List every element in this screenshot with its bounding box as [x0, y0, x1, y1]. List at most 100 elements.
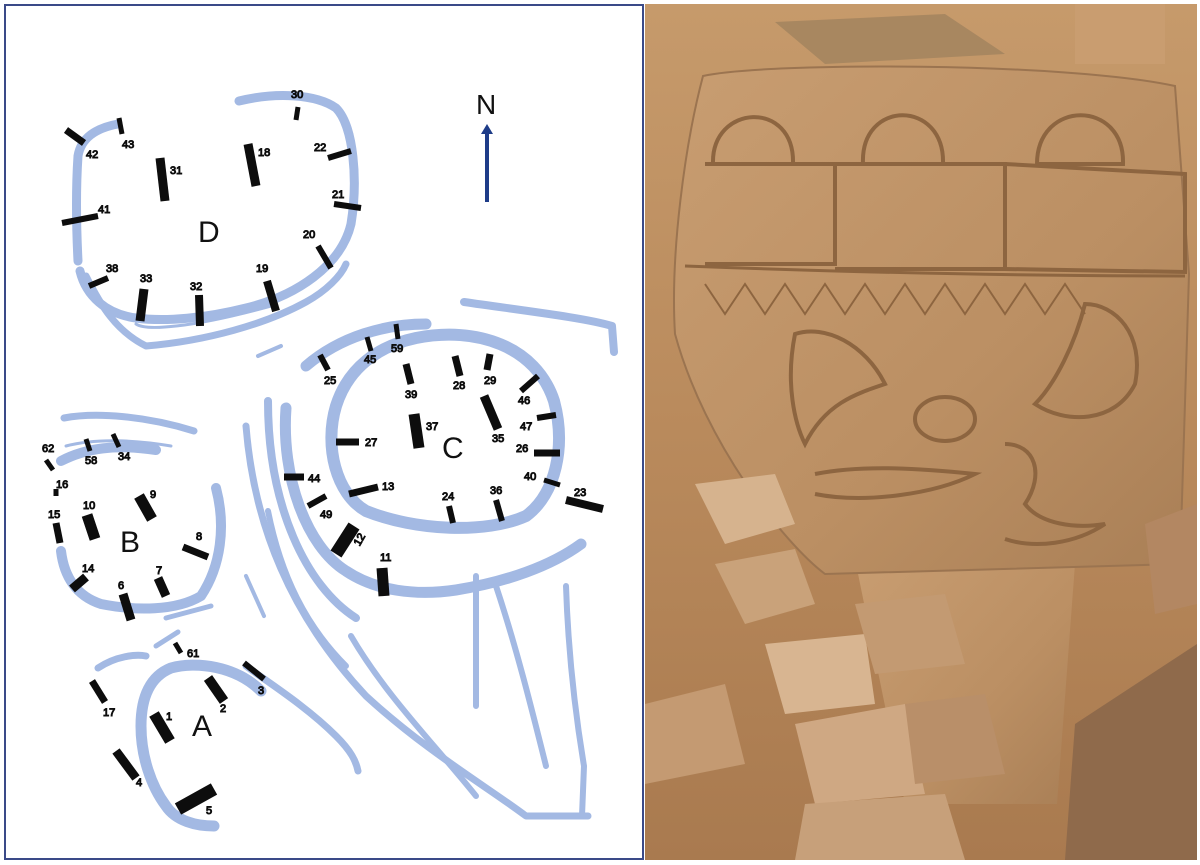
outer-radial-wall-1 — [242, 422, 592, 820]
rock — [765, 634, 875, 714]
pillar-label-17: 17 — [103, 707, 115, 719]
pillar-label-62: 62 — [42, 443, 54, 455]
pillar-39 — [402, 363, 415, 385]
north-arrow-head — [481, 124, 493, 134]
pillar-label-5: 5 — [206, 805, 212, 817]
pillar-label-59: 59 — [391, 343, 403, 355]
pillar-label-6: 6 — [118, 580, 124, 592]
pillar-49 — [306, 493, 328, 509]
enclosure-b-outer-wall — [60, 411, 198, 435]
rock — [1145, 504, 1197, 614]
pillar-9 — [134, 493, 157, 522]
pillar-34 — [110, 432, 122, 449]
enclosure-d-label: D — [198, 216, 220, 249]
rock — [715, 549, 815, 624]
north-label: N — [476, 89, 496, 120]
pillar-1 — [149, 711, 175, 744]
pillar-label-61: 61 — [187, 648, 199, 660]
pillar-label-9: 9 — [150, 489, 156, 501]
pillar-label-25: 25 — [324, 375, 336, 387]
enclosure-labels: D C B A — [120, 216, 464, 743]
pillar-label-14: 14 — [82, 563, 94, 575]
pillar-10 — [81, 513, 101, 541]
rock — [1065, 644, 1197, 860]
pillar-label-23: 23 — [574, 487, 586, 499]
pillar-43 — [116, 117, 125, 135]
pillar-label-21: 21 — [332, 189, 344, 201]
enclosure-b-wall — [56, 442, 226, 614]
pillar-42 — [63, 127, 87, 146]
site-plan-map: D C B A N 30 43 42 31 18 22 21 41 20 38 … — [42, 89, 618, 832]
pillar-22 — [327, 148, 352, 161]
pillar-37 — [408, 413, 425, 449]
pillar-58 — [83, 438, 93, 452]
relief-scorpion — [1004, 442, 1107, 546]
pillar-8 — [181, 543, 210, 561]
pillar-59 — [393, 323, 401, 340]
pillar-20 — [315, 244, 334, 270]
pillar-19 — [263, 279, 280, 313]
pillar-label-46: 46 — [518, 395, 530, 407]
pillar-label-35: 35 — [492, 433, 504, 445]
pillar-23 — [565, 496, 604, 513]
enclosure-a-inner-wall — [153, 603, 214, 649]
pillar-label-1: 1 — [166, 711, 172, 723]
pillar-7 — [153, 576, 171, 598]
pillar-label-58: 58 — [85, 455, 97, 467]
relief-bag-2 — [835, 113, 1007, 271]
pillar-label-13: 13 — [382, 481, 394, 493]
pillar-31 — [155, 157, 170, 202]
pillar-12 — [330, 522, 360, 558]
pillar-32 — [195, 294, 204, 327]
pillar-label-12: 12 — [352, 531, 369, 548]
enclosure-d-wall — [72, 91, 359, 325]
pillar-label-37: 37 — [426, 421, 438, 433]
pillar-17 — [89, 679, 108, 704]
north-arrow: N — [476, 89, 496, 202]
pillar-label-3: 3 — [258, 685, 264, 697]
pillar-label-32: 32 — [190, 281, 202, 293]
pillar-2 — [203, 675, 229, 704]
pillar-label-24: 24 — [442, 491, 454, 503]
pillar-label-8: 8 — [196, 531, 202, 543]
pillar-62 — [43, 458, 56, 472]
pillar-label-26: 26 — [516, 443, 528, 455]
pillar-29 — [483, 353, 494, 371]
pillar-label-36: 36 — [490, 485, 502, 497]
pillar-33 — [135, 288, 149, 322]
wooden-plank — [775, 14, 1005, 64]
pillar-label-39: 39 — [405, 389, 417, 401]
pillar-18 — [243, 143, 261, 187]
pillar-label-38: 38 — [106, 263, 118, 275]
pillar-label-2: 2 — [220, 703, 226, 715]
pillar-label-29: 29 — [484, 375, 496, 387]
pillar-label-4: 4 — [136, 777, 142, 789]
pillar-5 — [174, 783, 218, 815]
top-block — [1075, 4, 1165, 64]
enclosure-b-label: B — [120, 526, 140, 559]
pillar-label-28: 28 — [453, 380, 465, 392]
pillar-4 — [112, 748, 140, 781]
pillar-40 — [543, 477, 561, 488]
rock — [695, 474, 795, 544]
pillar-41 — [61, 213, 99, 226]
pillar-47 — [536, 412, 557, 421]
pillar-label-20: 20 — [303, 229, 315, 241]
pillar-35 — [479, 394, 503, 431]
pillar-11 — [376, 567, 390, 597]
enclosure-a-outer-wall — [94, 651, 362, 775]
pillar-label-16: 16 — [56, 479, 68, 491]
rock — [795, 794, 965, 860]
pillar-label-27: 27 — [365, 437, 377, 449]
pillar-label-10: 10 — [83, 500, 95, 512]
pillar-head — [673, 65, 1191, 576]
pillar-label-40: 40 — [524, 471, 536, 483]
pillar-46 — [519, 373, 540, 394]
enclosure-d-inner-wall — [134, 304, 273, 329]
enclosure-a-wall — [135, 659, 267, 832]
relief-bird — [1031, 301, 1139, 420]
enclosure-c-label: C — [442, 432, 464, 465]
enclosure-d-outer-wall — [82, 260, 350, 350]
pillar-6 — [118, 592, 136, 622]
pillar-label-33: 33 — [140, 273, 152, 285]
